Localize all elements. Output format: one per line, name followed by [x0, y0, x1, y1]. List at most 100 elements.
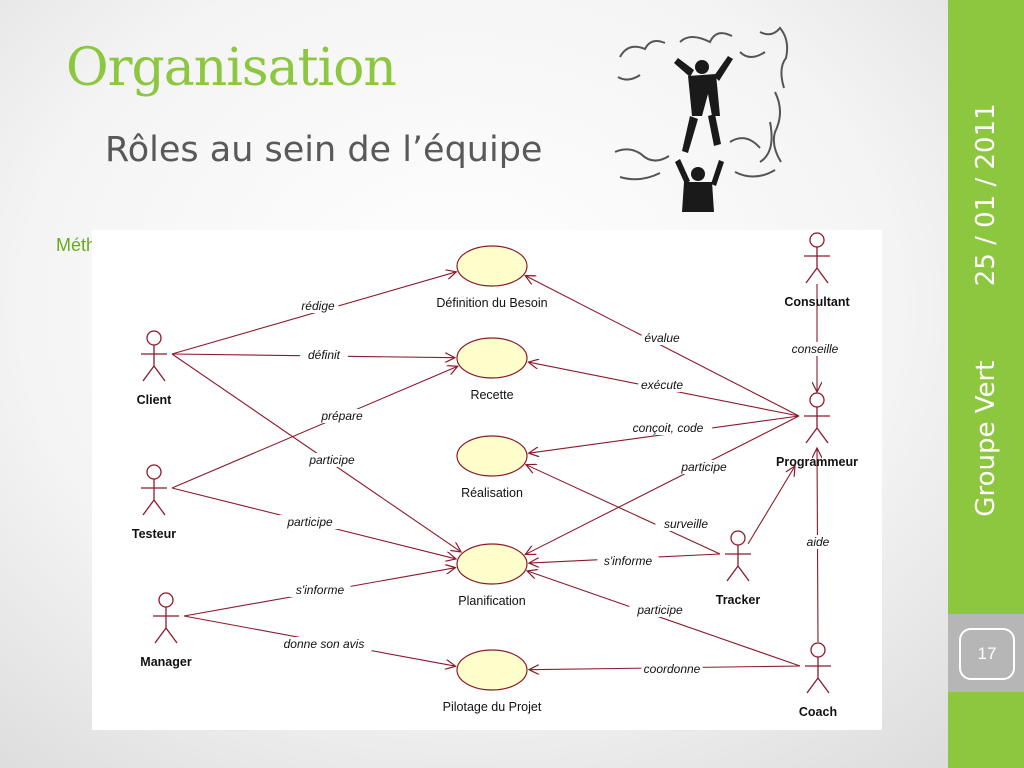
- relation-label-bg: [276, 637, 372, 651]
- relation-label: participe: [636, 603, 683, 617]
- actor-testeur: Testeur: [132, 464, 176, 541]
- actor-body: [153, 607, 179, 644]
- actor-label: Programmeur: [776, 455, 858, 469]
- actor-body: [804, 247, 830, 284]
- actor-body: [804, 407, 830, 444]
- group-label: Groupe Vert: [971, 360, 1001, 517]
- usecase-label: Réalisation: [461, 486, 523, 500]
- relation-testeur-recette: prépare: [171, 366, 458, 489]
- actor-manager: Manager: [140, 592, 192, 669]
- relation-label-bg: [318, 409, 366, 423]
- actor-body: [141, 479, 167, 516]
- relation-label: participe: [308, 453, 355, 467]
- actor-head: [146, 464, 162, 480]
- relation-manager-pilotage: donne son avis: [183, 615, 456, 666]
- relation-client-besoin: rédige: [171, 272, 456, 355]
- actor-label: Consultant: [784, 295, 850, 309]
- relation-label-bg: [655, 517, 717, 531]
- usecase-pilotage: Pilotage du Projet: [443, 649, 542, 714]
- relation-label: s'informe: [296, 583, 345, 597]
- relation-label-bg: [638, 378, 686, 392]
- usecase-ellipse: [456, 543, 528, 585]
- relation-arrow: [525, 276, 800, 417]
- relation-label: surveille: [664, 517, 708, 531]
- actor-label: Coach: [799, 705, 837, 719]
- usecase-label: Définition du Besoin: [436, 296, 547, 310]
- relation-label-bg: [623, 421, 713, 435]
- relation-programmeur-planification: participe: [525, 415, 800, 554]
- relation-label: donne son avis: [284, 637, 365, 651]
- actor-head: [730, 530, 746, 546]
- relation-arrow: [526, 465, 721, 555]
- relation-coach-programmeur: aide: [804, 448, 832, 643]
- relation-label-bg: [289, 583, 351, 597]
- actor-head: [146, 330, 162, 346]
- relation-label: définit: [308, 348, 341, 362]
- date-label: 25 / 01 / 2011: [971, 103, 1001, 287]
- relation-label: aide: [807, 535, 830, 549]
- relation-arrow: [747, 466, 795, 545]
- relation-label-bg: [804, 535, 832, 549]
- usecase-planification: Planification: [456, 543, 528, 608]
- actor-coach: Coach: [799, 642, 837, 719]
- date-group-vertical-text: Groupe Vert 25 / 01 / 2011: [971, 103, 1001, 516]
- usecase-label: Recette: [470, 388, 513, 402]
- usecase-recette: Recette: [456, 337, 528, 402]
- puzzle-climbers-image: [614, 26, 789, 212]
- actor-head: [809, 392, 825, 408]
- relation-programmeur-besoin: évalue: [525, 276, 800, 417]
- usecase-besoin: Définition du Besoin: [436, 245, 548, 310]
- relation-programmeur-recette: exécute: [528, 362, 800, 417]
- actor-head: [809, 232, 825, 248]
- actor-body: [725, 545, 751, 582]
- relation-label-bg: [297, 299, 339, 313]
- usecase-ellipse: [456, 435, 528, 477]
- relation-coach-planification: participe: [527, 571, 801, 667]
- relation-label: rédige: [301, 299, 335, 313]
- relation-testeur-planification: participe: [171, 487, 456, 559]
- actor-label: Manager: [140, 655, 192, 669]
- relation-label-bg: [597, 554, 659, 568]
- relation-arrow: [527, 571, 801, 667]
- relation-manager-planification: s'informe: [183, 568, 456, 617]
- relation-label-bg: [301, 453, 363, 467]
- usecase-ellipse: [456, 245, 528, 287]
- usecase-ellipse: [456, 337, 528, 379]
- relation-label: coordonne: [644, 662, 701, 676]
- use-case-diagram-svg: rédigedéfinitparticipeprépareparticipes'…: [132, 232, 858, 719]
- relation-consultant-programmeur: conseille: [784, 284, 846, 392]
- relation-tracker-programmeur: [747, 466, 795, 545]
- actor-client: Client: [137, 330, 173, 407]
- page-number: 17: [959, 628, 1015, 680]
- relation-programmeur-realisation: conçoit, code: [529, 415, 800, 453]
- usecase-label: Planification: [458, 594, 525, 608]
- actor-label: Tracker: [716, 593, 761, 607]
- slide-title: Organisation: [66, 38, 397, 98]
- usecase-label: Pilotage du Projet: [443, 700, 542, 714]
- relation-tracker-planification: s'informe: [529, 553, 721, 568]
- actor-head: [158, 592, 174, 608]
- actor-tracker: Tracker: [716, 530, 761, 607]
- relation-label: conçoit, code: [633, 421, 704, 435]
- relation-label: prépare: [320, 409, 363, 423]
- actor-head: [810, 642, 826, 658]
- actor-body: [805, 657, 831, 694]
- relation-client-planification: participe: [171, 353, 461, 552]
- relation-arrow: [525, 415, 800, 554]
- relation-label-bg: [279, 515, 341, 529]
- actor-body: [141, 345, 167, 382]
- relation-label: s'informe: [604, 554, 653, 568]
- actor-programmeur: Programmeur: [776, 392, 858, 469]
- relation-label: exécute: [641, 378, 683, 392]
- relation-label-bg: [673, 460, 735, 474]
- relation-arrow: [171, 353, 461, 552]
- usecase-ellipse: [456, 649, 528, 691]
- actor-label: Testeur: [132, 527, 176, 541]
- page-number-box: 17: [948, 614, 1024, 692]
- relation-tracker-realisation: surveille: [526, 465, 721, 555]
- actor-label: Client: [137, 393, 173, 407]
- relation-label-bg: [641, 662, 703, 676]
- relation-arrow: [171, 366, 458, 489]
- slide-subtitle: Rôles au sein de l’équipe: [105, 130, 543, 170]
